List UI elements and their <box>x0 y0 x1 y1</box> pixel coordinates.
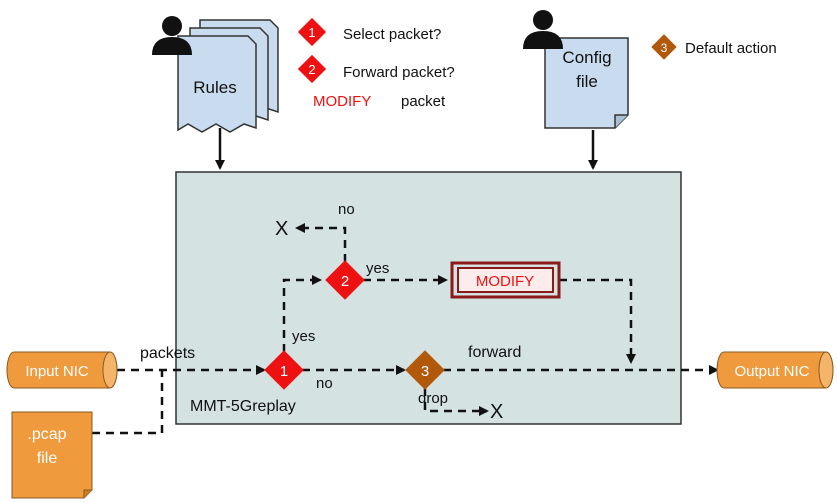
box-title: MMT-5Greplay <box>190 398 296 415</box>
legend-diamond-3 <box>651 34 677 60</box>
modify-to-output-line <box>559 278 636 364</box>
pcap-file-document: .pcap file <box>11 411 93 499</box>
label-no-mid: no <box>316 375 333 392</box>
output-nic-label: Output NIC <box>734 363 809 380</box>
label-forward: forward <box>468 344 521 361</box>
legend-number-1: 1 <box>308 25 315 40</box>
user-icon-rules <box>152 16 192 55</box>
d3-drop-line <box>423 388 489 416</box>
flow-lines <box>92 223 719 435</box>
label-drop: drop <box>418 390 448 407</box>
input-nic: Input NIC <box>6 351 118 389</box>
legend-item-select: 1 Select packet? <box>297 17 441 47</box>
label-yes-mid: yes <box>292 328 315 345</box>
pcap-to-main-line <box>92 370 164 435</box>
user-icon-config <box>523 10 563 49</box>
input-nic-label: Input NIC <box>25 363 89 380</box>
diamond-3-number: 3 <box>421 363 429 380</box>
modify-box-label: MODIFY <box>476 273 534 290</box>
legend-item-default: 3 Default action <box>651 34 777 60</box>
label-no-top: no <box>338 201 355 218</box>
d2-no-line <box>295 223 347 262</box>
legend-text-default: Default action <box>685 40 777 57</box>
decision-diamond-1: 1 <box>264 350 304 390</box>
label-x-top: X <box>275 218 288 240</box>
label-x-drop: X <box>490 401 503 423</box>
label-yes-top: yes <box>366 260 389 277</box>
legend-item-forward: 2 Forward packet? <box>297 54 455 84</box>
legend-modify-word: MODIFY <box>313 93 371 110</box>
legend-item-modify: MODIFY packet <box>313 93 446 110</box>
legend-text-select: Select packet? <box>343 26 441 43</box>
decision-diamond-3: 3 <box>405 350 445 390</box>
output-nic: Output NIC <box>716 351 834 389</box>
diamond-2-number: 2 <box>341 273 349 290</box>
config-file-document: Config file <box>544 37 629 129</box>
label-packets: packets <box>140 345 195 362</box>
decision-diamond-2: 2 <box>325 260 365 300</box>
config-label-line2: file <box>576 72 598 91</box>
rules-label: Rules <box>193 78 236 97</box>
legend-text-forward: Forward packet? <box>343 64 455 81</box>
pcap-label-line1: .pcap <box>27 426 66 443</box>
legend-modify-rest: packet <box>401 93 446 110</box>
modify-box: MODIFY <box>450 261 561 299</box>
rules-document-stack: Rules <box>177 19 279 133</box>
legend-number-2: 2 <box>308 62 315 77</box>
config-label-line1: Config <box>562 48 611 67</box>
d1-to-d2-line <box>282 275 322 352</box>
pcap-label-line2: file <box>37 450 58 467</box>
legend-number-3: 3 <box>661 41 668 55</box>
diamond-1-number: 1 <box>280 363 288 380</box>
